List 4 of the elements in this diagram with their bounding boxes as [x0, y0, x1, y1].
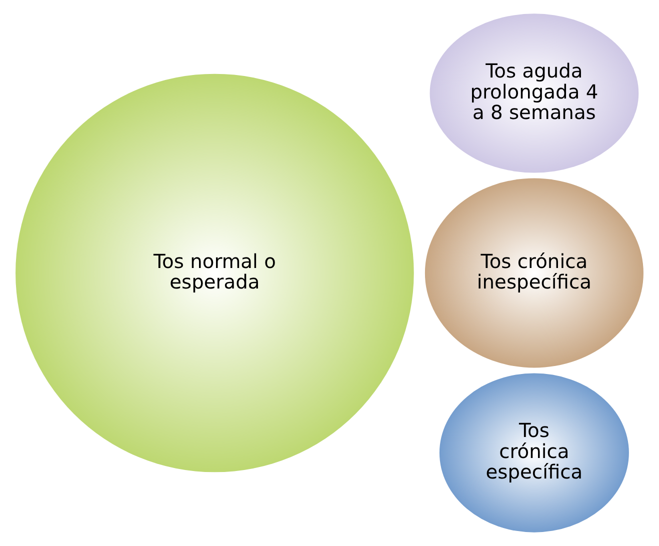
node-circle: Tos normal o esperada	[16, 74, 414, 472]
node-ellipse: Tos aguda prolongada 4 a 8 semanas	[430, 14, 639, 173]
node-ellipse: Tos crónica específica	[439, 373, 629, 532]
node-ellipse: Tos crónica inespecífica	[424, 178, 644, 368]
